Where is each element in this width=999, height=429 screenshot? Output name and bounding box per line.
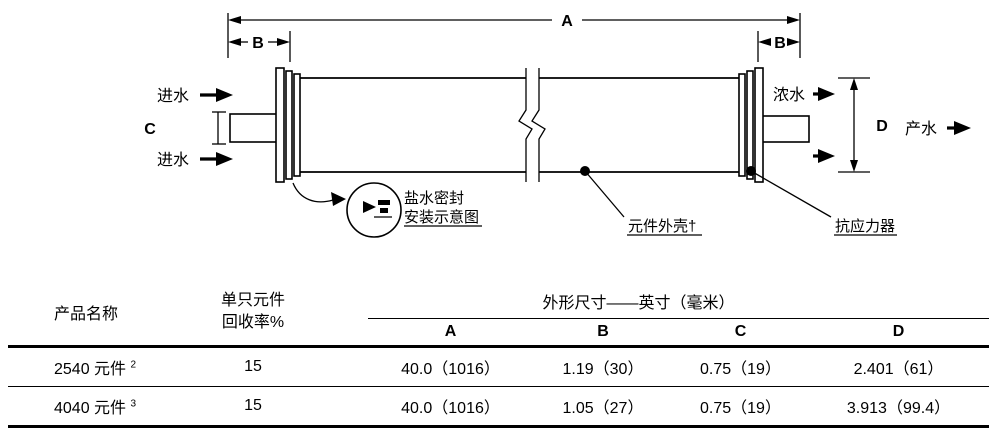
dim-d-cell: 3.913（99.4） <box>808 386 990 428</box>
product-tube-right <box>761 115 810 143</box>
element-dimension-diagram: A B B C <box>144 13 971 238</box>
col-header-a: A <box>368 318 533 348</box>
table-row-2540: 2540 元件 2 15 40.0（1016） 1.19（30） 0.75（19… <box>8 346 990 387</box>
dim-c-cell: 0.75（19） <box>673 386 808 428</box>
dimension-a: A <box>227 13 801 58</box>
dim-b-left-label: B <box>252 35 264 52</box>
col-header-c: C <box>673 318 808 348</box>
product-name: 4040 元件 <box>54 400 127 417</box>
dimension-d: D <box>838 77 888 173</box>
element-shell-text: 元件外壳† <box>628 218 696 235</box>
pipe-break-symbol <box>518 68 546 182</box>
spacer-cell <box>303 346 368 387</box>
footnote-marker: 3 <box>130 398 137 410</box>
col-header-dimensions: 外形尺寸——英寸（毫米） <box>368 279 990 319</box>
arrow-head <box>850 160 858 172</box>
concentrate-arrow-bottom <box>813 149 835 163</box>
footnote-marker: 2 <box>130 359 137 371</box>
concentrate-label: 浓水 <box>773 86 805 104</box>
arrow-head <box>331 192 346 206</box>
arrow-head <box>277 38 290 46</box>
dim-a-label: A <box>561 13 573 30</box>
dim-c-label: C <box>144 121 156 138</box>
flow-arrow-icon <box>818 87 835 101</box>
product-label: 产水 <box>905 120 937 138</box>
feed-inlet-bottom: 进水 <box>157 151 233 169</box>
anti-telescoping-label: 抗应力器 <box>746 166 897 236</box>
product-outlet: 产水 <box>905 120 971 138</box>
dimension-b-left: B <box>228 31 291 62</box>
dim-b-cell: 1.19（30） <box>533 346 673 387</box>
seal-detail-icon <box>363 201 376 213</box>
product-name-cell: 4040 元件 3 <box>8 386 203 428</box>
flow-arrow-icon <box>954 121 971 135</box>
arrow-head <box>228 38 241 46</box>
arrow-head <box>758 38 771 46</box>
spacer-column <box>303 279 368 348</box>
membrane-element <box>275 67 764 183</box>
diagram-canvas: A B B C <box>144 13 971 238</box>
feed-bottom-label: 进水 <box>157 151 189 169</box>
dimension-b-right: B <box>757 31 800 62</box>
recovery-cell: 15 <box>203 346 303 387</box>
anti-telescoping-text: 抗应力器 <box>835 217 895 235</box>
dim-a-cell: 40.0（1016） <box>368 346 533 387</box>
arrow-head <box>787 38 800 46</box>
product-name-cell: 2540 元件 2 <box>8 346 203 387</box>
brine-seal-callout: 盐水密封 安装示意图 <box>292 182 482 238</box>
dimension-c: C <box>144 111 226 145</box>
flow-arrow-icon <box>216 152 233 166</box>
arrow-head <box>787 16 800 24</box>
dim-c-cell: 0.75（19） <box>673 346 808 387</box>
dim-b-right-label: B <box>774 35 786 52</box>
col-header-recovery: 单只元件 回收率% <box>203 279 303 348</box>
dimensions-table: 产品名称 单只元件 回收率% 外形尺寸——英寸（毫米） A B C D 2540… <box>8 279 990 428</box>
dimensions-table-section: 产品名称 单只元件 回收率% 外形尺寸——英寸（毫米） A B C D 2540… <box>8 279 991 428</box>
recovery-cell: 15 <box>203 386 303 428</box>
dim-a-cell: 40.0（1016） <box>368 386 533 428</box>
product-name: 2540 元件 <box>54 361 127 378</box>
col-header-b: B <box>533 318 673 348</box>
brine-seal-label-line1: 盐水密封 <box>404 190 464 207</box>
concentrate-outlet: 浓水 <box>773 86 835 104</box>
dim-d-cell: 2.401（61） <box>808 346 990 387</box>
flow-arrow-icon <box>216 88 233 102</box>
table-row-4040: 4040 元件 3 15 40.0（1016） 1.05（27） 0.75（19… <box>8 386 990 428</box>
dim-b-cell: 1.05（27） <box>533 386 673 428</box>
recovery-header-line1: 单只元件 <box>220 291 285 309</box>
spacer-cell <box>303 386 368 428</box>
col-header-product-name: 产品名称 <box>8 279 203 348</box>
arrow-head <box>850 78 858 90</box>
dim-d-label: D <box>876 118 888 135</box>
arrow-head <box>228 16 241 24</box>
flow-arrow-icon <box>818 149 835 163</box>
product-tube-left <box>229 113 279 143</box>
recovery-header-line2: 回收率% <box>221 314 285 331</box>
col-header-d: D <box>808 318 990 348</box>
callout-circle <box>346 182 402 238</box>
element-shell-label: 元件外壳† <box>580 166 702 236</box>
feed-top-label: 进水 <box>157 87 189 105</box>
feed-inlet-top: 进水 <box>157 87 233 105</box>
brine-seal-label-line2: 安装示意图 <box>404 208 479 226</box>
